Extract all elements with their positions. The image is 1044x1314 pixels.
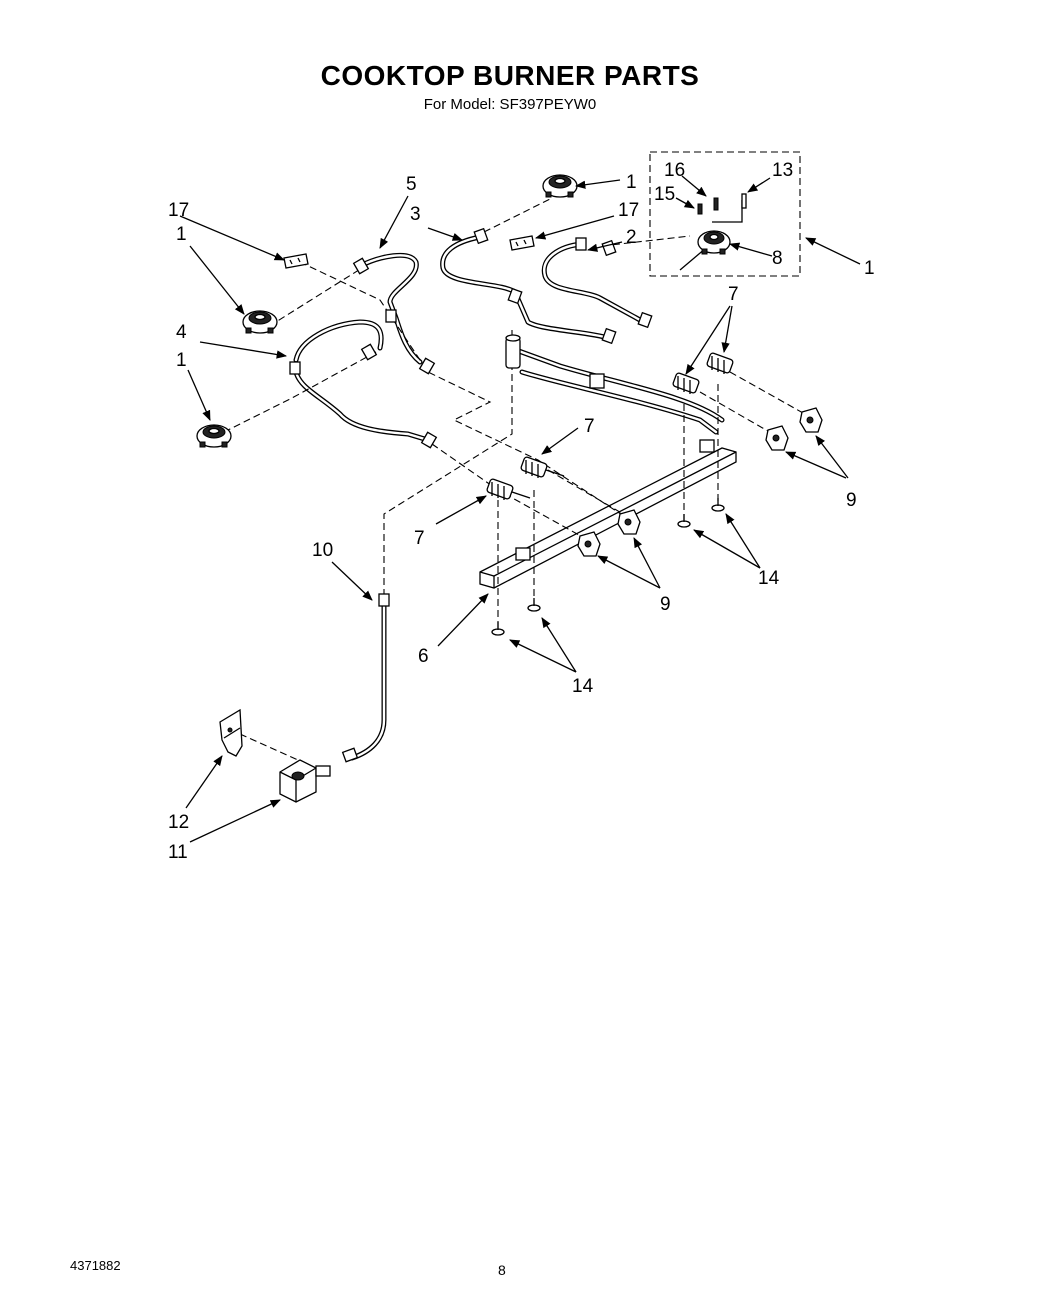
callout-12: 12 (168, 812, 189, 833)
callout-16: 16 (664, 160, 685, 181)
regulator-bracket (219, 708, 243, 757)
valve-knob-base-2 (617, 509, 641, 535)
valve-knob-base-3 (765, 425, 789, 451)
callout-5: 5 (406, 174, 417, 195)
callout-15: 15 (654, 184, 675, 205)
callout-17-right: 17 (618, 200, 639, 221)
tube-fittings (289, 227, 653, 763)
page-title: COOKTOP BURNER PARTS (320, 60, 700, 91)
pressure-regulator (279, 759, 331, 803)
callout-7-rear: 7 (728, 284, 739, 305)
document-number: 4371882 (70, 1258, 121, 1273)
mounting-screws (491, 498, 725, 636)
callout-labels: 1 2 3 4 5 17 17 1 1 1 8 16 15 13 7 7 7 9… (168, 160, 875, 863)
callout-14-rear: 14 (758, 568, 780, 589)
callout-7-middle: 7 (584, 416, 595, 437)
callout-17-left: 17 (168, 200, 189, 221)
valve-knob-base-4 (799, 407, 823, 433)
callout-10: 10 (312, 540, 333, 561)
callout-1-left-upper: 1 (176, 224, 187, 245)
callout-6: 6 (418, 646, 429, 667)
burner-base-inset (697, 230, 731, 255)
callout-8: 8 (772, 248, 783, 269)
page-number: 8 (498, 1262, 506, 1278)
manifold-bracket (479, 373, 737, 589)
callout-2: 2 (626, 227, 637, 248)
gas-valve-front-right (520, 456, 565, 478)
gas-tubes (293, 234, 725, 761)
callout-9-front: 9 (660, 594, 671, 615)
callout-4: 4 (176, 322, 187, 343)
mounting-clip-right (509, 235, 535, 251)
model-subtitle: For Model: SF397PEYW0 (423, 96, 597, 113)
leader-arrows (179, 175, 861, 843)
callout-9-rear: 9 (846, 490, 857, 511)
assembly-lines (223, 151, 813, 761)
gas-valve-rear-right (706, 352, 734, 374)
callout-11: 11 (168, 842, 188, 863)
burner-base-top (542, 174, 578, 198)
callout-1-left-lower: 1 (176, 350, 187, 371)
valve-knob-base-1 (577, 531, 601, 557)
callout-14-front: 14 (572, 676, 594, 697)
burner-base-left-lower (196, 424, 232, 448)
callout-13: 13 (772, 160, 793, 181)
callout-1-top: 1 (626, 172, 637, 193)
gas-valve-front-left (486, 478, 531, 500)
callout-1-right: 1 (864, 258, 875, 279)
callout-3: 3 (410, 204, 421, 225)
inset-hardware (697, 193, 747, 215)
mounting-clip-left (283, 253, 309, 269)
callout-7-front: 7 (414, 528, 425, 549)
burner-base-left-upper (242, 310, 278, 334)
gas-valve-rear-left (672, 372, 700, 394)
